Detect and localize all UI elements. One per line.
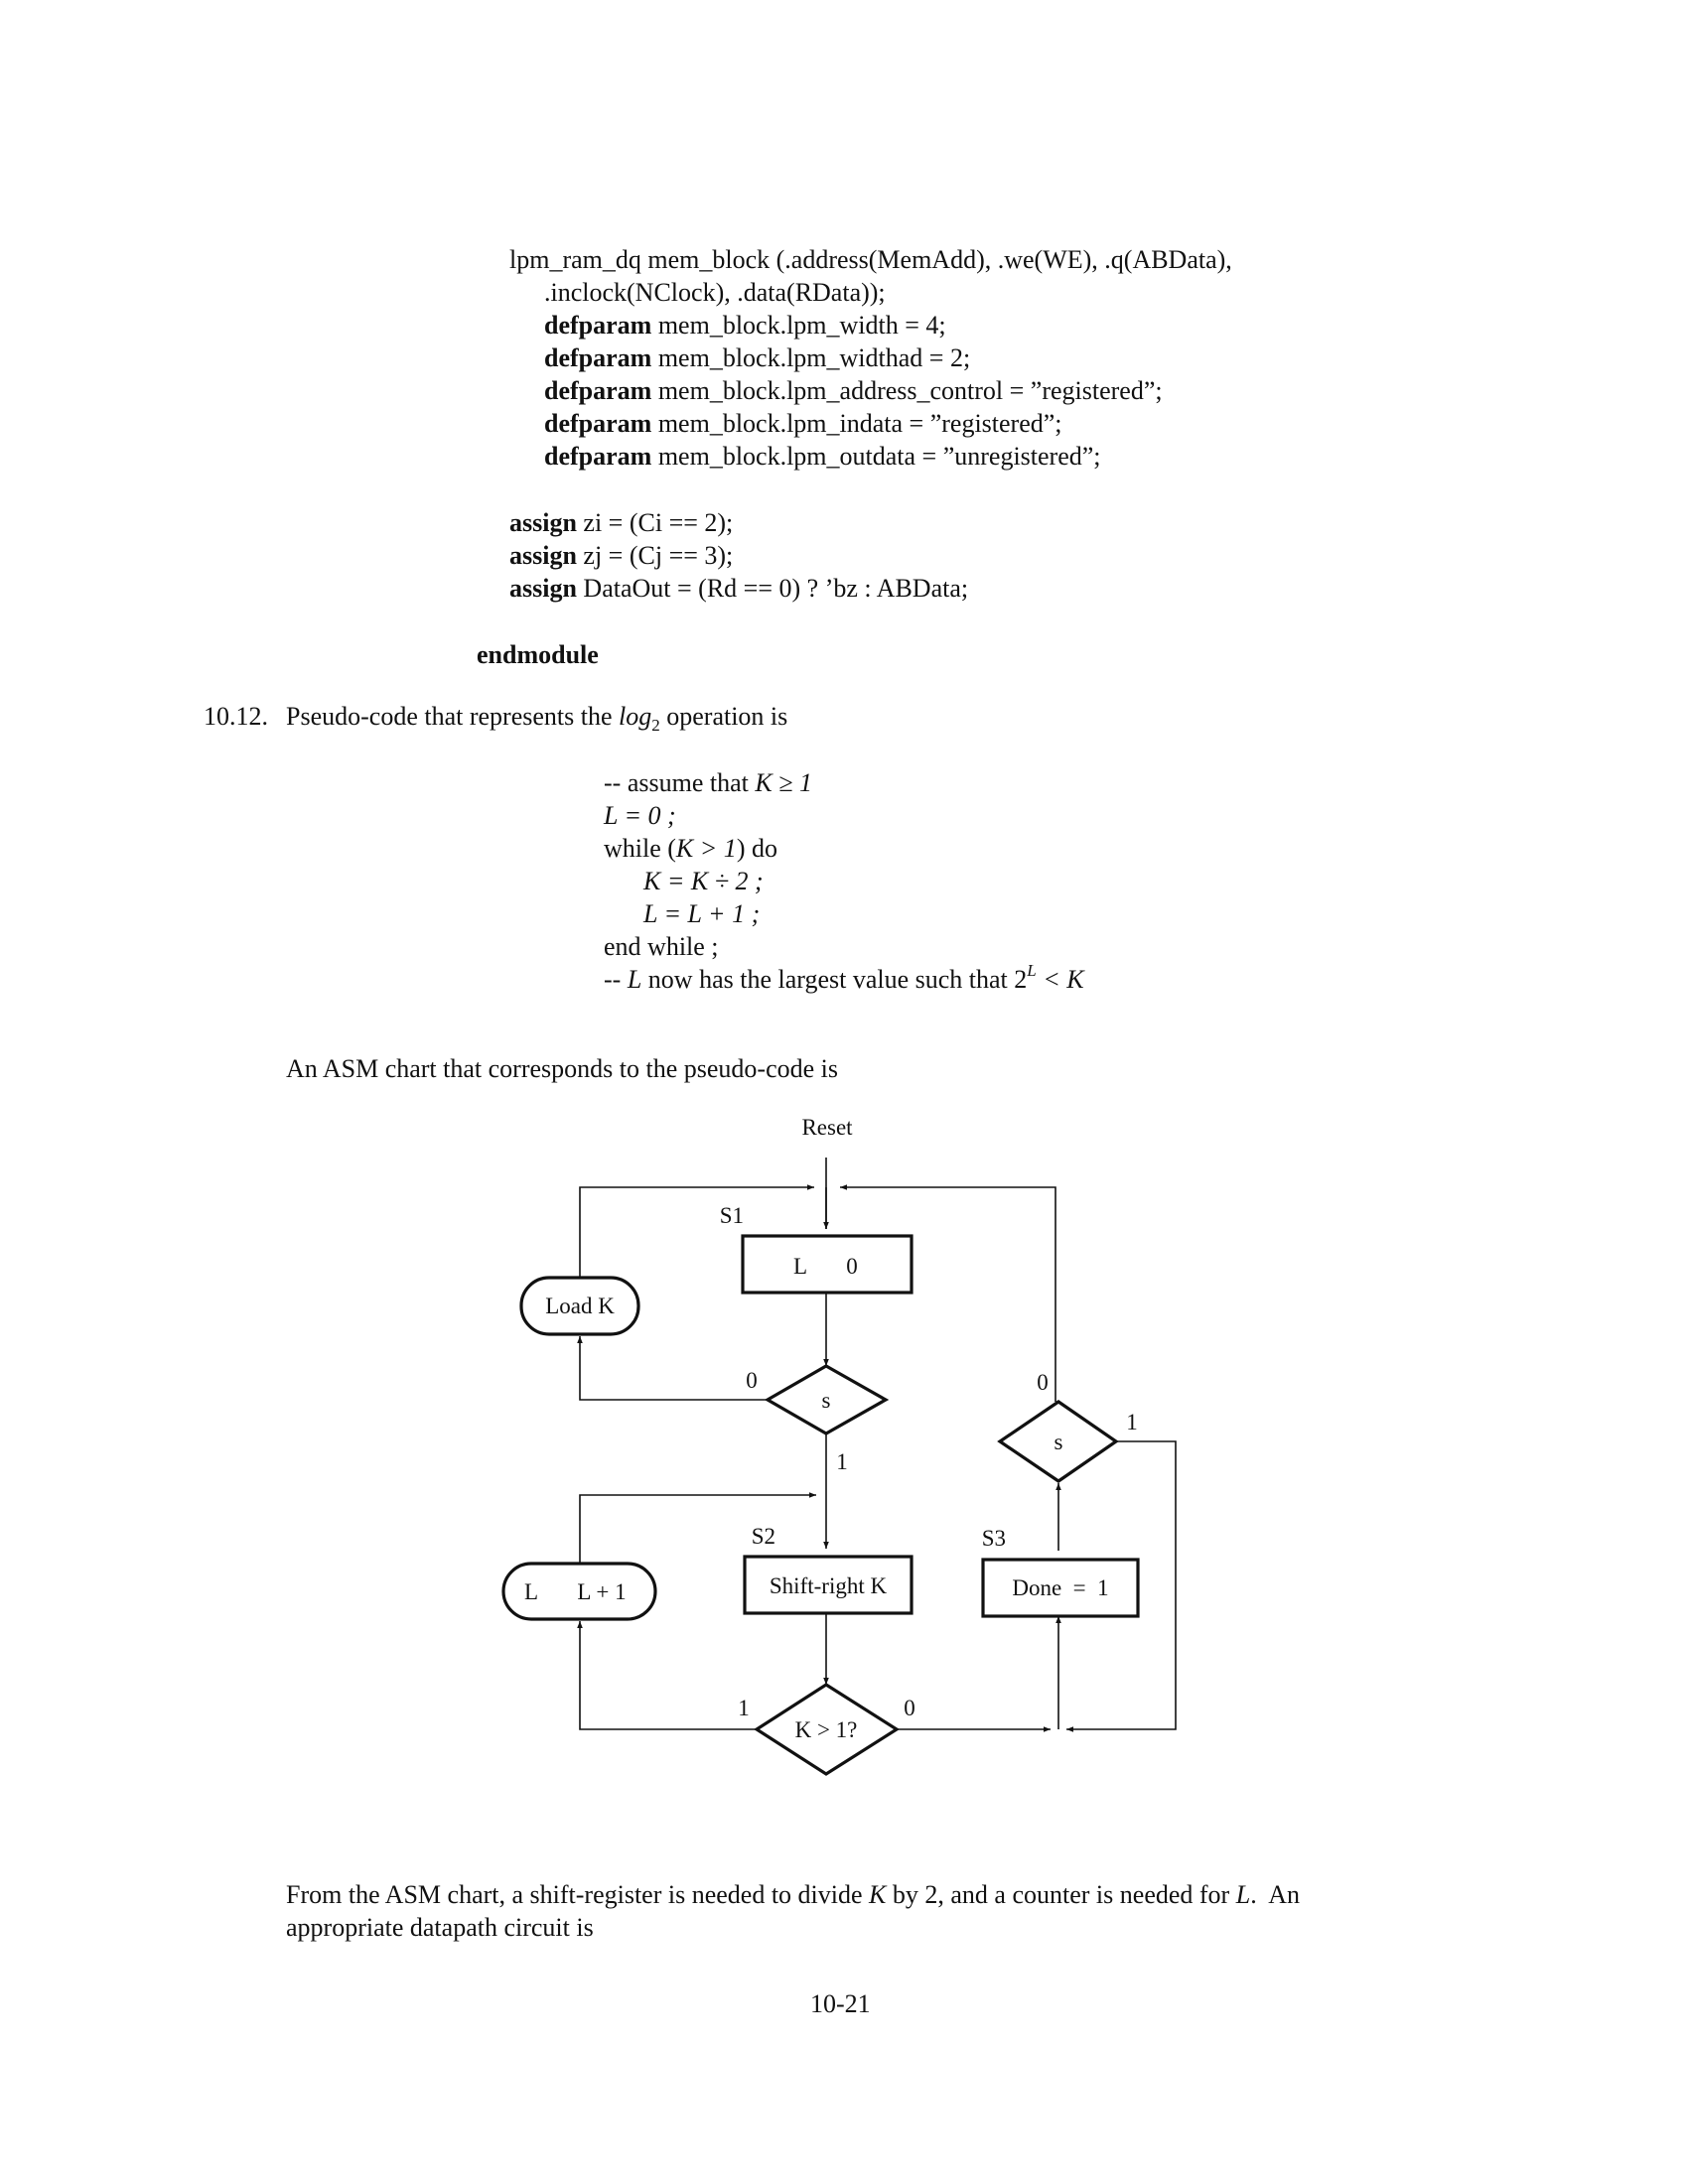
footer-pre: From the ASM chart, a shift-register is …	[286, 1880, 870, 1909]
pseudo-while: while (K > 1) do	[604, 833, 777, 865]
footer-K: K	[869, 1880, 887, 1909]
keyword-defparam: defparam	[544, 343, 652, 372]
l-inc-left: L	[524, 1579, 538, 1604]
assign-text: DataOut = (Rd == 0) ? ’bz : ABData;	[583, 574, 969, 603]
pseudo-c1-pre: -- assume that	[604, 768, 756, 797]
keyword-assign: assign	[509, 574, 577, 603]
pseudo-increment: L = L + 1 ;	[643, 899, 761, 928]
pseudo-w-pre: while (	[604, 834, 676, 863]
code-defparam-4: defparam mem_block.lpm_indata = ”registe…	[544, 408, 1062, 440]
pseudo-endwhile: end while ;	[604, 932, 719, 961]
s2-box-label: Shift-right K	[770, 1573, 888, 1598]
pseudo-divide: K = K ÷ 2 ;	[643, 867, 764, 895]
intro-sub: 2	[651, 716, 660, 735]
s3-return-line	[840, 1184, 1056, 1402]
s1-box-right: 0	[846, 1254, 858, 1279]
s1-diamond-label: s	[822, 1388, 831, 1413]
load-k-oval	[519, 1276, 640, 1336]
intro-post: operation is	[659, 702, 788, 731]
keyword-assign: assign	[509, 508, 577, 537]
s3-state-box	[981, 1558, 1140, 1618]
pseudo-c2-sup: L	[1027, 961, 1037, 980]
s2-state-box	[743, 1555, 914, 1615]
intro-pre: Pseudo-code that represents the	[286, 702, 620, 731]
pseudo-c2-pre: --	[604, 965, 628, 994]
linc-return-line	[579, 1492, 816, 1567]
l-inc-oval	[501, 1562, 657, 1621]
defparam-text: mem_block.lpm_widthad = 2;	[657, 343, 971, 372]
pseudo-c2-post: < K	[1036, 965, 1084, 994]
assign-text: zj = (Cj == 3);	[583, 541, 734, 570]
keyword-defparam: defparam	[544, 376, 652, 405]
k-one-label: 1	[738, 1696, 750, 1720]
defparam-text: mem_block.lpm_address_control = ”registe…	[657, 376, 1163, 405]
footer-text-line-1: From the ASM chart, a shift-register is …	[286, 1879, 1300, 1911]
s1-state-box	[741, 1234, 914, 1295]
s1-label: S1	[720, 1203, 744, 1228]
problem-intro: Pseudo-code that represents the log2 ope…	[286, 701, 788, 735]
pseudo-c2-mid: now has the largest value such that 2	[641, 965, 1028, 994]
done-box-label: Done = 1	[1012, 1575, 1108, 1600]
code-line-inclock: .inclock(NClock), .data(RData));	[544, 278, 886, 307]
code-assign-2: assign zj = (Cj == 3);	[509, 540, 733, 572]
pseudo-comment-1: -- assume that K ≥ 1	[604, 767, 812, 799]
keyword-defparam: defparam	[544, 311, 652, 340]
keyword-defparam: defparam	[544, 409, 652, 438]
code-defparam-1: defparam mem_block.lpm_width = 4;	[544, 310, 946, 341]
footer-post: . An	[1250, 1880, 1301, 1909]
reset-label: Reset	[801, 1115, 853, 1140]
s1-zero-branch	[577, 1336, 768, 1401]
assign-text: zi = (Ci == 2);	[583, 508, 734, 537]
code-assign-3: assign DataOut = (Rd == 0) ? ’bz : ABDat…	[509, 573, 968, 605]
footer-text-line-2: appropriate datapath circuit is	[286, 1913, 594, 1942]
code-defparam-2: defparam mem_block.lpm_widthad = 2;	[544, 342, 970, 374]
pseudo-c1-math: K ≥ 1	[755, 768, 812, 797]
s1-zero-label: 0	[746, 1368, 758, 1393]
pseudo-c2-L: L	[627, 965, 642, 994]
keyword-assign: assign	[509, 541, 577, 570]
pseudo-comment-2: -- L now has the largest value such that…	[604, 961, 1084, 996]
code-line-lpm: lpm_ram_dq mem_block (.address(MemAdd), …	[509, 245, 1232, 274]
s2-label: S2	[752, 1524, 775, 1549]
footer-mid: by 2, and a counter is needed for	[886, 1880, 1236, 1909]
s1-decision-diamond	[764, 1364, 890, 1435]
code-defparam-3: defparam mem_block.lpm_address_control =…	[544, 375, 1163, 407]
code-assign-1: assign zi = (Ci == 2);	[509, 507, 733, 539]
defparam-text: mem_block.lpm_outdata = ”unregistered”;	[657, 442, 1101, 471]
s3-zero-label: 0	[1037, 1370, 1049, 1395]
keyword-defparam: defparam	[544, 442, 652, 471]
k-diamond-label: K > 1?	[795, 1717, 858, 1742]
s1-one-label: 1	[836, 1449, 848, 1474]
pseudo-w-post: ) do	[736, 834, 777, 863]
s3-one-label: 1	[1126, 1410, 1138, 1434]
k-one-branch	[577, 1621, 757, 1730]
code-defparam-5: defparam mem_block.lpm_outdata = ”unregi…	[544, 441, 1101, 473]
k-decision-diamond	[754, 1683, 900, 1776]
s3-diamond-label: s	[1055, 1430, 1063, 1454]
page-number: 10-21	[810, 1989, 871, 2018]
pseudo-init: L = 0 ;	[604, 801, 676, 830]
pseudo-w-math: K > 1	[675, 834, 737, 863]
s3-one-branch	[1066, 1440, 1177, 1732]
load-k-label: Load K	[545, 1294, 615, 1318]
s1-box-left: L	[793, 1254, 807, 1279]
s3-label: S3	[982, 1526, 1006, 1551]
asm-intro: An ASM chart that corresponds to the pse…	[286, 1054, 839, 1083]
defparam-text: mem_block.lpm_width = 4;	[657, 311, 946, 340]
k-zero-label: 0	[904, 1696, 915, 1720]
footer-L: L	[1235, 1880, 1251, 1909]
problem-number: 10.12.	[204, 702, 268, 731]
intro-log: log	[619, 702, 652, 731]
code-endmodule: endmodule	[477, 640, 599, 669]
loadk-return-line	[579, 1184, 814, 1296]
s3-decision-diamond	[997, 1400, 1119, 1483]
defparam-text: mem_block.lpm_indata = ”registered”;	[657, 409, 1062, 438]
l-inc-right: L + 1	[577, 1579, 626, 1604]
